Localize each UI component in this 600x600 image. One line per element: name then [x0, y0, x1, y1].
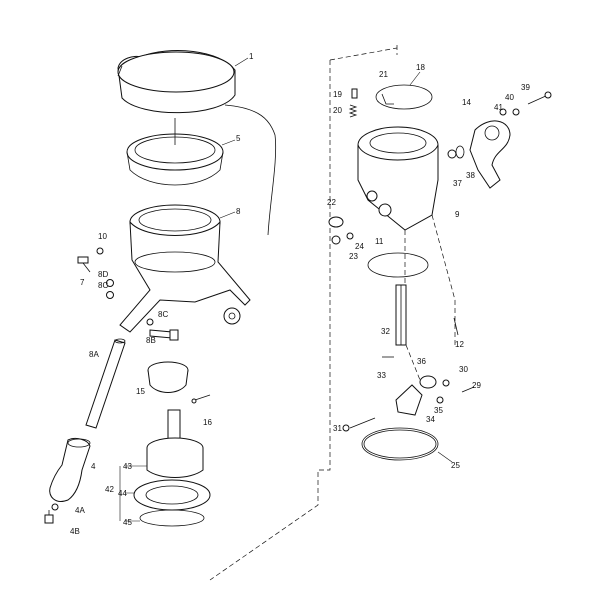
- part-24-seal: [346, 232, 354, 240]
- part-8a-rod: [85, 338, 126, 429]
- part-23-fitting: [331, 235, 341, 245]
- part-18-o-ring: [375, 84, 433, 110]
- part-34-link: [395, 384, 423, 416]
- callout-label-8c: 8C: [98, 281, 109, 290]
- part-36-cam: [419, 375, 437, 389]
- callout-label-38: 38: [466, 171, 475, 180]
- callout-label-4: 4: [91, 462, 96, 471]
- callout-label-7: 7: [80, 278, 85, 287]
- part-10-washer: [96, 247, 104, 255]
- callout-label-43: 43: [123, 462, 132, 471]
- part-14-lever: [469, 120, 511, 189]
- part-12-pin: [453, 317, 459, 336]
- callout-label-8: 8: [236, 207, 241, 216]
- callout-label-4a: 4A: [75, 506, 85, 515]
- part-4b-screw: [44, 510, 54, 524]
- section-divider-top: [329, 47, 398, 61]
- callout-label-16: 16: [203, 418, 212, 427]
- callout-label-31: 31: [333, 424, 342, 433]
- part-9-pump-body: [357, 126, 439, 231]
- part-8c-washer: [106, 291, 114, 299]
- part-29-cotter-pin: [461, 386, 475, 393]
- callout-label-18: 18: [416, 63, 425, 72]
- part-4a-washer: [51, 503, 59, 511]
- part-20-spring: [348, 104, 358, 118]
- part-32-shaft: [395, 284, 407, 346]
- part-4-handle: [49, 437, 91, 502]
- part-39-bolt: [527, 91, 552, 105]
- part-8c-washer-b: [146, 318, 154, 326]
- part-30-washer: [442, 379, 450, 387]
- callout-label-45: 45: [123, 518, 132, 527]
- section-divider: [209, 45, 398, 581]
- part-8b-bolt: [149, 329, 179, 341]
- callout-label-11: 11: [375, 237, 384, 246]
- part-25-large-o-ring: [361, 427, 439, 461]
- callout-label-40: 40: [505, 93, 514, 102]
- part-41-nut: [499, 108, 507, 116]
- part-7-screw: [77, 256, 91, 273]
- callout-label-9: 9: [455, 210, 460, 219]
- callout-label-8a: 8A: [89, 350, 99, 359]
- callout-label-29: 29: [472, 381, 481, 390]
- callout-label-34: 34: [426, 415, 435, 424]
- callout-label-20: 20: [333, 106, 342, 115]
- callout-label-30: 30: [459, 365, 468, 374]
- part-5-ring: [126, 118, 224, 186]
- part-21-clip: [381, 93, 394, 105]
- part-19-pin: [351, 88, 358, 99]
- part-37-washer: [447, 149, 457, 159]
- part-1-cover: [117, 50, 277, 236]
- callout-label-39: 39: [521, 83, 530, 92]
- part-8-housing: [119, 204, 251, 333]
- gasket-ring: [367, 252, 429, 278]
- part-40-washer: [512, 108, 520, 116]
- callout-label-44: 44: [118, 489, 127, 498]
- callout-label-42: 42: [105, 485, 114, 494]
- callout-label-10: 10: [98, 232, 107, 241]
- callout-label-24: 24: [355, 242, 364, 251]
- part-42-valve-assembly: [133, 409, 211, 527]
- callout-label-35: 35: [434, 406, 443, 415]
- callout-label-37: 37: [453, 179, 462, 188]
- callout-label-23: 23: [349, 252, 358, 261]
- callout-label-8c-b: 8C: [158, 310, 169, 319]
- callout-label-41: 41: [494, 103, 503, 112]
- callout-label-1: 1: [249, 52, 254, 61]
- part-8d-nut: [106, 279, 114, 287]
- part-22-fitting: [328, 216, 344, 228]
- part-16-pin: [191, 394, 211, 404]
- callout-label-14: 14: [462, 98, 471, 107]
- callout-label-4b: 4B: [70, 527, 80, 536]
- callout-label-19: 19: [333, 90, 342, 99]
- callout-label-21: 21: [379, 70, 388, 79]
- part-15-float: [147, 361, 189, 393]
- callout-label-8b: 8B: [146, 336, 156, 345]
- callout-label-25: 25: [451, 461, 460, 470]
- callout-label-12: 12: [455, 340, 464, 349]
- callout-label-22: 22: [327, 198, 336, 207]
- callout-label-36: 36: [417, 357, 426, 366]
- callout-label-15: 15: [136, 387, 145, 396]
- callout-label-8d: 8D: [98, 270, 109, 279]
- callout-label-32: 32: [381, 327, 390, 336]
- part-31-screw: [342, 417, 376, 432]
- part-35-nut: [436, 396, 444, 404]
- callout-label-5: 5: [236, 134, 241, 143]
- callout-label-33: 33: [377, 371, 386, 380]
- part-38-ring: [455, 145, 465, 159]
